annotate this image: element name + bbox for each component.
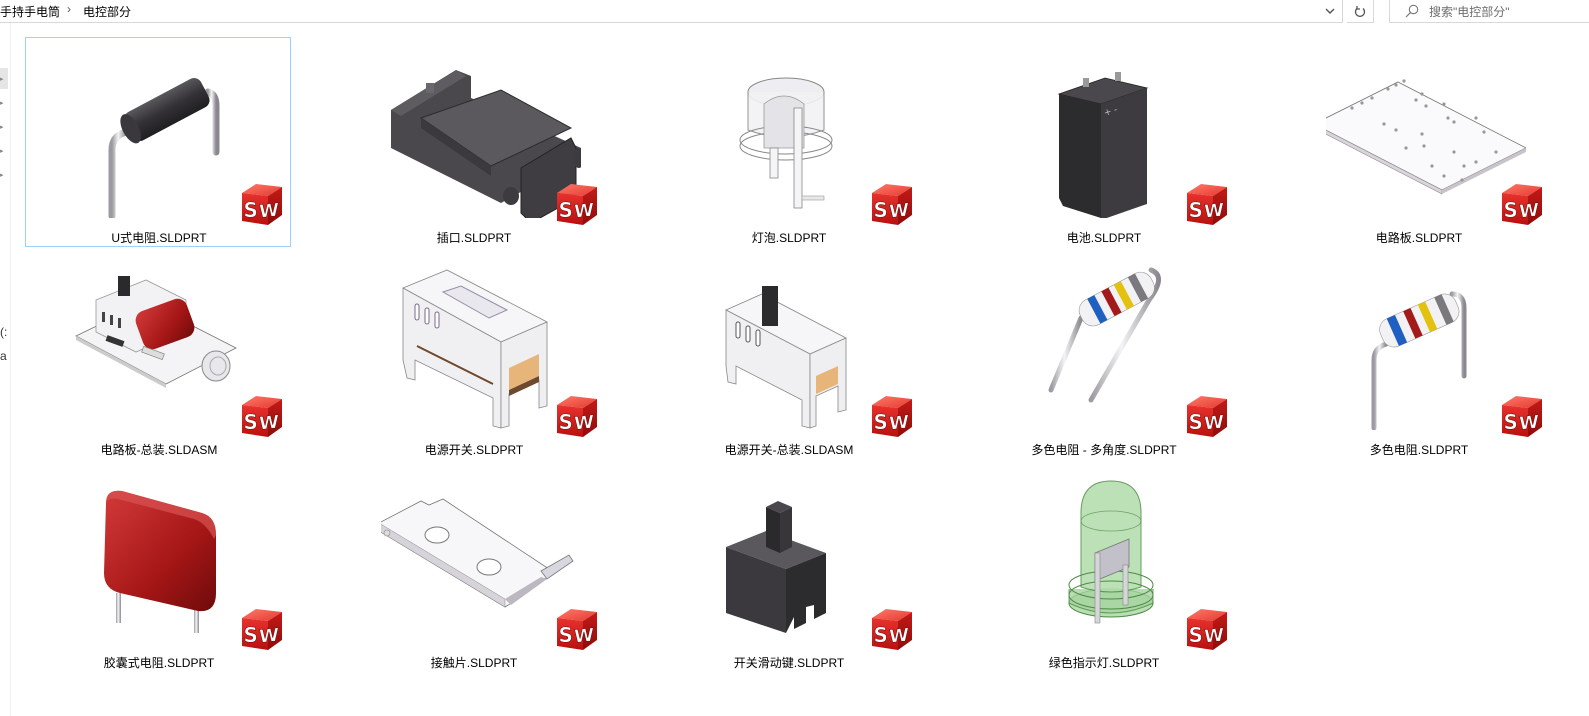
file-name: 灯泡.SLDPRT [751, 231, 827, 245]
solidworks-icon [553, 606, 599, 652]
address-bar[interactable]: 手持手电筒 › 电控部分 [0, 0, 1343, 23]
file-item-capsule-resistor[interactable]: 胶囊式电阻.SLDPRT [25, 462, 291, 672]
nav-expand-arrow-icon[interactable]: ▸ [0, 172, 4, 179]
file-item-pcb-assembly[interactable]: 电路板-总装.SLDASM [25, 249, 291, 459]
breadcrumb-current[interactable]: 电控部分 [83, 5, 132, 19]
search-box[interactable]: 搜索"电控部分" [1389, 0, 1589, 23]
file-name: 电路板-总装.SLDASM [100, 443, 218, 457]
color-resistor-thumbnail [1371, 291, 1467, 430]
file-name: 接触片.SLDPRT [430, 656, 518, 670]
navigation-pane[interactable]: ▸ ▸ ▸ ▸ ▸ (: a [0, 23, 11, 716]
file-item-color-resistor[interactable]: 多色电阻.SLDPRT [1285, 249, 1551, 459]
file-name: 胶囊式电阻.SLDPRT [103, 656, 215, 670]
solidworks-icon [868, 606, 914, 652]
file-name: 多色电阻.SLDPRT [1369, 443, 1469, 457]
file-name: 电源开关-总装.SLDASM [724, 443, 854, 457]
u-resistor-thumbnail [108, 78, 220, 218]
file-name: 电池.SLDPRT [1066, 231, 1142, 245]
socket-thumbnail [391, 70, 581, 218]
file-item-socket[interactable]: 插口.SLDPRT [340, 37, 606, 247]
search-icon [1405, 4, 1419, 18]
nav-expand-arrow-icon[interactable]: ▸ [0, 124, 4, 131]
svg-text:+ -: + - [1103, 105, 1119, 119]
solidworks-icon [238, 393, 284, 439]
file-item-switch-housing[interactable]: 电源开关.SLDPRT [340, 249, 606, 459]
pcb-thumbnail [1326, 79, 1526, 195]
file-name: 电路板.SLDPRT [1375, 231, 1463, 245]
chevron-down-icon [1325, 8, 1335, 14]
nav-expand-arrow-icon[interactable]: ▸ [0, 100, 4, 107]
solidworks-icon [1498, 181, 1544, 227]
file-item-slide-key[interactable]: 开关滑动键.SLDPRT [655, 462, 921, 672]
nav-expand-arrow-icon[interactable]: ▸ [0, 148, 4, 155]
file-name: 绿色指示灯.SLDPRT [1048, 656, 1160, 670]
solidworks-icon [868, 181, 914, 227]
file-item-contact-plate[interactable]: 接触片.SLDPRT [340, 462, 606, 672]
solidworks-icon [553, 181, 599, 227]
solidworks-icon [1183, 606, 1229, 652]
file-item-pcb[interactable]: 电路板.SLDPRT [1285, 37, 1551, 247]
solidworks-icon [1498, 393, 1544, 439]
solidworks-icon [1183, 393, 1229, 439]
solidworks-icon [238, 606, 284, 652]
explorer-toolbar: 手持手电筒 › 电控部分 搜索"电控部分" [0, 0, 1589, 23]
nav-item-fragment[interactable]: a [0, 349, 7, 363]
file-item-battery[interactable]: + - 电池.SLDPRT [970, 37, 1236, 247]
capsule-resistor-thumbnail [104, 490, 216, 633]
address-history-button[interactable] [1318, 0, 1342, 22]
switch-assembly-thumbnail [725, 286, 847, 429]
solidworks-icon [868, 393, 914, 439]
breadcrumb-separator-icon[interactable]: › [67, 2, 71, 16]
pcb-assembly-thumbnail [75, 276, 237, 388]
file-name: U式电阻.SLDPRT [111, 231, 207, 245]
solidworks-icon [553, 393, 599, 439]
file-item-u-resistor[interactable]: U式电阻.SLDPRT [25, 37, 291, 247]
file-item-bulb[interactable]: 灯泡.SLDPRT [655, 37, 921, 247]
file-name: 插口.SLDPRT [436, 231, 512, 245]
nav-item-fragment[interactable]: (: [0, 325, 8, 339]
file-name: 多色电阻 - 多角度.SLDPRT [1031, 443, 1177, 457]
file-item-green-led[interactable]: 绿色指示灯.SLDPRT [970, 462, 1236, 672]
nav-selected-item[interactable] [0, 68, 8, 89]
contact-plate-thumbnail [381, 498, 574, 608]
solidworks-icon [238, 181, 284, 227]
file-name: 电源开关.SLDPRT [424, 443, 524, 457]
switch-housing-thumbnail [402, 269, 548, 429]
nav-expand-arrow-icon[interactable]: ▸ [0, 76, 4, 83]
refresh-icon [1354, 5, 1366, 17]
bulb-thumbnail [739, 77, 833, 209]
file-name: 开关滑动键.SLDPRT [733, 656, 845, 670]
refresh-button[interactable] [1347, 0, 1374, 23]
color-resistor-angle-thumbnail [1048, 267, 1161, 403]
breadcrumb-parent[interactable]: 手持手电筒 [0, 5, 61, 19]
file-item-color-resistor-angle[interactable]: 多色电阻 - 多角度.SLDPRT [970, 249, 1236, 459]
slide-key-thumbnail [726, 501, 826, 633]
solidworks-icon [1183, 181, 1229, 227]
green-led-thumbnail [1068, 480, 1154, 624]
search-input[interactable]: 搜索"电控部分" [1429, 5, 1510, 19]
battery-thumbnail: + - [1057, 72, 1149, 218]
file-item-switch-assembly[interactable]: 电源开关-总装.SLDASM [655, 249, 921, 459]
